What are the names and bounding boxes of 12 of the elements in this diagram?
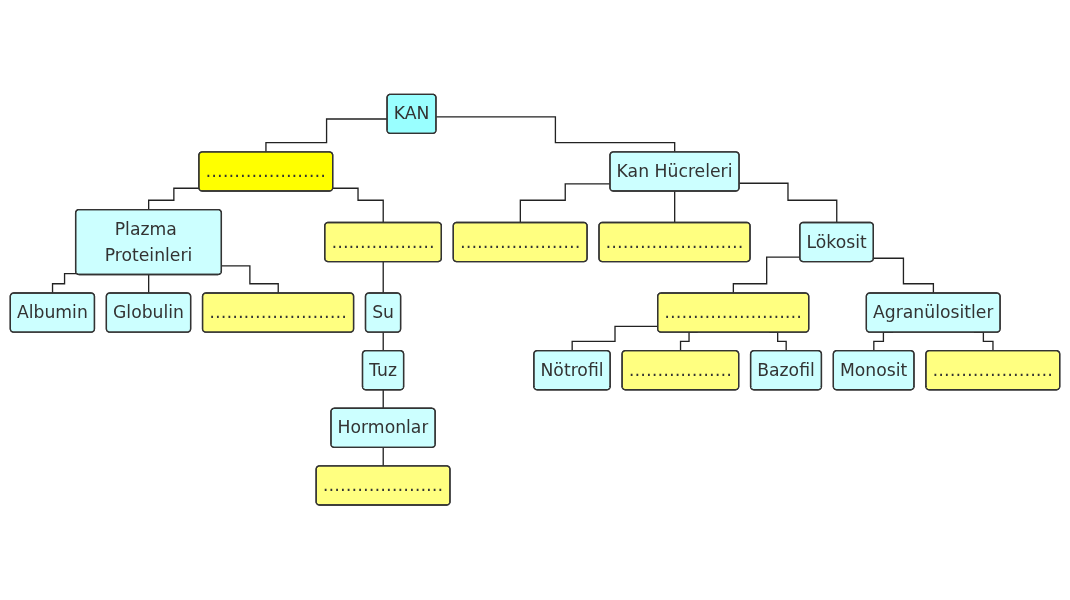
connector [873,257,935,295]
connector [148,187,200,211]
connector [674,191,676,224]
connector [382,261,385,295]
connector [382,332,385,352]
connector [435,116,676,154]
connector [221,265,280,295]
connector [51,273,78,295]
connector [382,389,385,410]
connector [382,447,385,468]
connector [332,187,385,224]
connector [148,274,150,295]
